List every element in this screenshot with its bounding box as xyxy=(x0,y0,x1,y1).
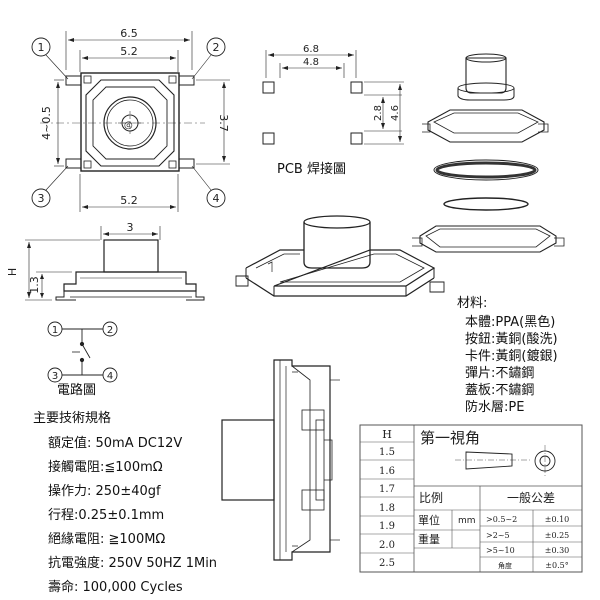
side-dim-width: 3 xyxy=(127,221,134,234)
tol-range: 角度 xyxy=(498,561,512,570)
pcb-label: PCB 焊接圖 xyxy=(277,162,346,177)
circuit-pin-2: 2 xyxy=(107,325,113,336)
pcb-pattern: 6.8 4.8 2.8 4.6 xyxy=(262,44,404,145)
projection-symbol xyxy=(455,445,556,478)
weight-label: 重量 xyxy=(418,532,440,546)
spec-item: 絕緣電阻: ≧100MΩ xyxy=(48,532,166,547)
pcb-dim-inner: 4.8 xyxy=(303,57,319,68)
scale-label: 比例 xyxy=(419,491,443,505)
material-item: 防水層:PE xyxy=(465,400,525,415)
projection-label: 第一視角 xyxy=(420,429,480,447)
circuit-pin-1: 1 xyxy=(52,325,58,336)
tol-value: ±0.30 xyxy=(545,546,570,555)
h-header: H xyxy=(382,428,392,441)
tol-value: ±0.10 xyxy=(545,515,570,524)
dim-bottom: 5.2 xyxy=(120,194,138,207)
circuit-diagram: 1 2 3 4 xyxy=(47,321,118,383)
tol-range: >0.5~2 xyxy=(486,515,517,524)
pcb-dim-v-inner: 2.8 xyxy=(373,105,384,121)
dim-top-outer: 6.5 xyxy=(120,27,138,40)
specs-title: 主要技術規格 xyxy=(33,411,112,426)
h-value: 1.8 xyxy=(379,503,395,514)
pin-label-4: 4 xyxy=(213,192,220,205)
spec-item: 接觸電阻:≦100mΩ xyxy=(48,460,163,475)
circuit-pin-3: 3 xyxy=(52,371,58,382)
tol-range: >5~10 xyxy=(486,546,515,555)
side-view: 3 H 1.3 xyxy=(6,221,205,301)
dim-right: 3.7 xyxy=(217,114,230,132)
materials-title: 材料: xyxy=(457,296,488,311)
material-item: 按鈕:黃銅(酸洗) xyxy=(465,332,558,347)
material-item: 蓋板:不鏽鋼 xyxy=(465,383,535,398)
h-value: 1.5 xyxy=(379,447,395,458)
spec-item: 抗電強度: 250V 50HZ 1Min xyxy=(48,556,218,571)
tolerance-title: 一般公差 xyxy=(507,490,555,505)
tol-value: ±0.5° xyxy=(545,561,568,570)
spec-item: 額定值: 50mA DC12V xyxy=(48,436,183,451)
h-value: 1.7 xyxy=(379,484,395,495)
dim-left: 4~0.5 xyxy=(40,106,53,140)
unit-value: mm xyxy=(458,516,476,526)
unit-label: 單位 xyxy=(418,513,440,527)
h-value: 1.9 xyxy=(379,521,395,532)
material-item: 本體:PPA(黑色) xyxy=(465,315,556,330)
top-view: 6.5 5.2 ◎ 4~0.5 xyxy=(31,27,230,212)
section-view xyxy=(221,359,340,561)
h-value: 1.6 xyxy=(379,466,395,477)
pcb-dim-outer: 6.8 xyxy=(303,44,319,55)
circuit-pin-4: 4 xyxy=(107,371,113,382)
tol-range: >2~5 xyxy=(486,531,510,540)
pin-label-1: 1 xyxy=(38,41,45,54)
isometric-view xyxy=(235,215,445,297)
h-value: 2.5 xyxy=(379,558,395,569)
spec-item: 操作力: 250±40gf xyxy=(48,484,161,499)
spec-item: 壽命: 100,000 Cycles xyxy=(48,580,183,595)
pcb-dim-v-outer: 4.6 xyxy=(390,105,401,121)
spec-item: 行程:0.25±0.1mm xyxy=(48,508,165,523)
pin-label-3: 3 xyxy=(38,192,45,205)
svg-text:◎: ◎ xyxy=(124,120,133,131)
material-item: 卡件:黃銅(鍍銀) xyxy=(465,349,558,364)
dim-top-inner: 5.2 xyxy=(120,45,138,58)
pin-label-2: 2 xyxy=(213,41,220,54)
specs-list: 額定值: 50mA DC12V 接觸電阻:≦100mΩ 操作力: 250±40g… xyxy=(48,432,217,600)
tol-value: ±0.25 xyxy=(545,531,570,540)
h-value: 2.0 xyxy=(379,540,395,551)
materials-list: 本體:PPA(黑色) 按鈕:黃銅(酸洗) 卡件:黃銅(鍍銀) 彈片:不鏽鋼 蓋板… xyxy=(465,314,558,416)
exploded-view xyxy=(412,53,565,253)
title-block-frame xyxy=(359,424,583,573)
circuit-title: 電路圖 xyxy=(57,383,97,398)
material-item: 彈片:不鏽鋼 xyxy=(465,366,535,381)
side-dim-base: 1.3 xyxy=(28,276,41,294)
side-dim-height: H xyxy=(6,268,19,276)
